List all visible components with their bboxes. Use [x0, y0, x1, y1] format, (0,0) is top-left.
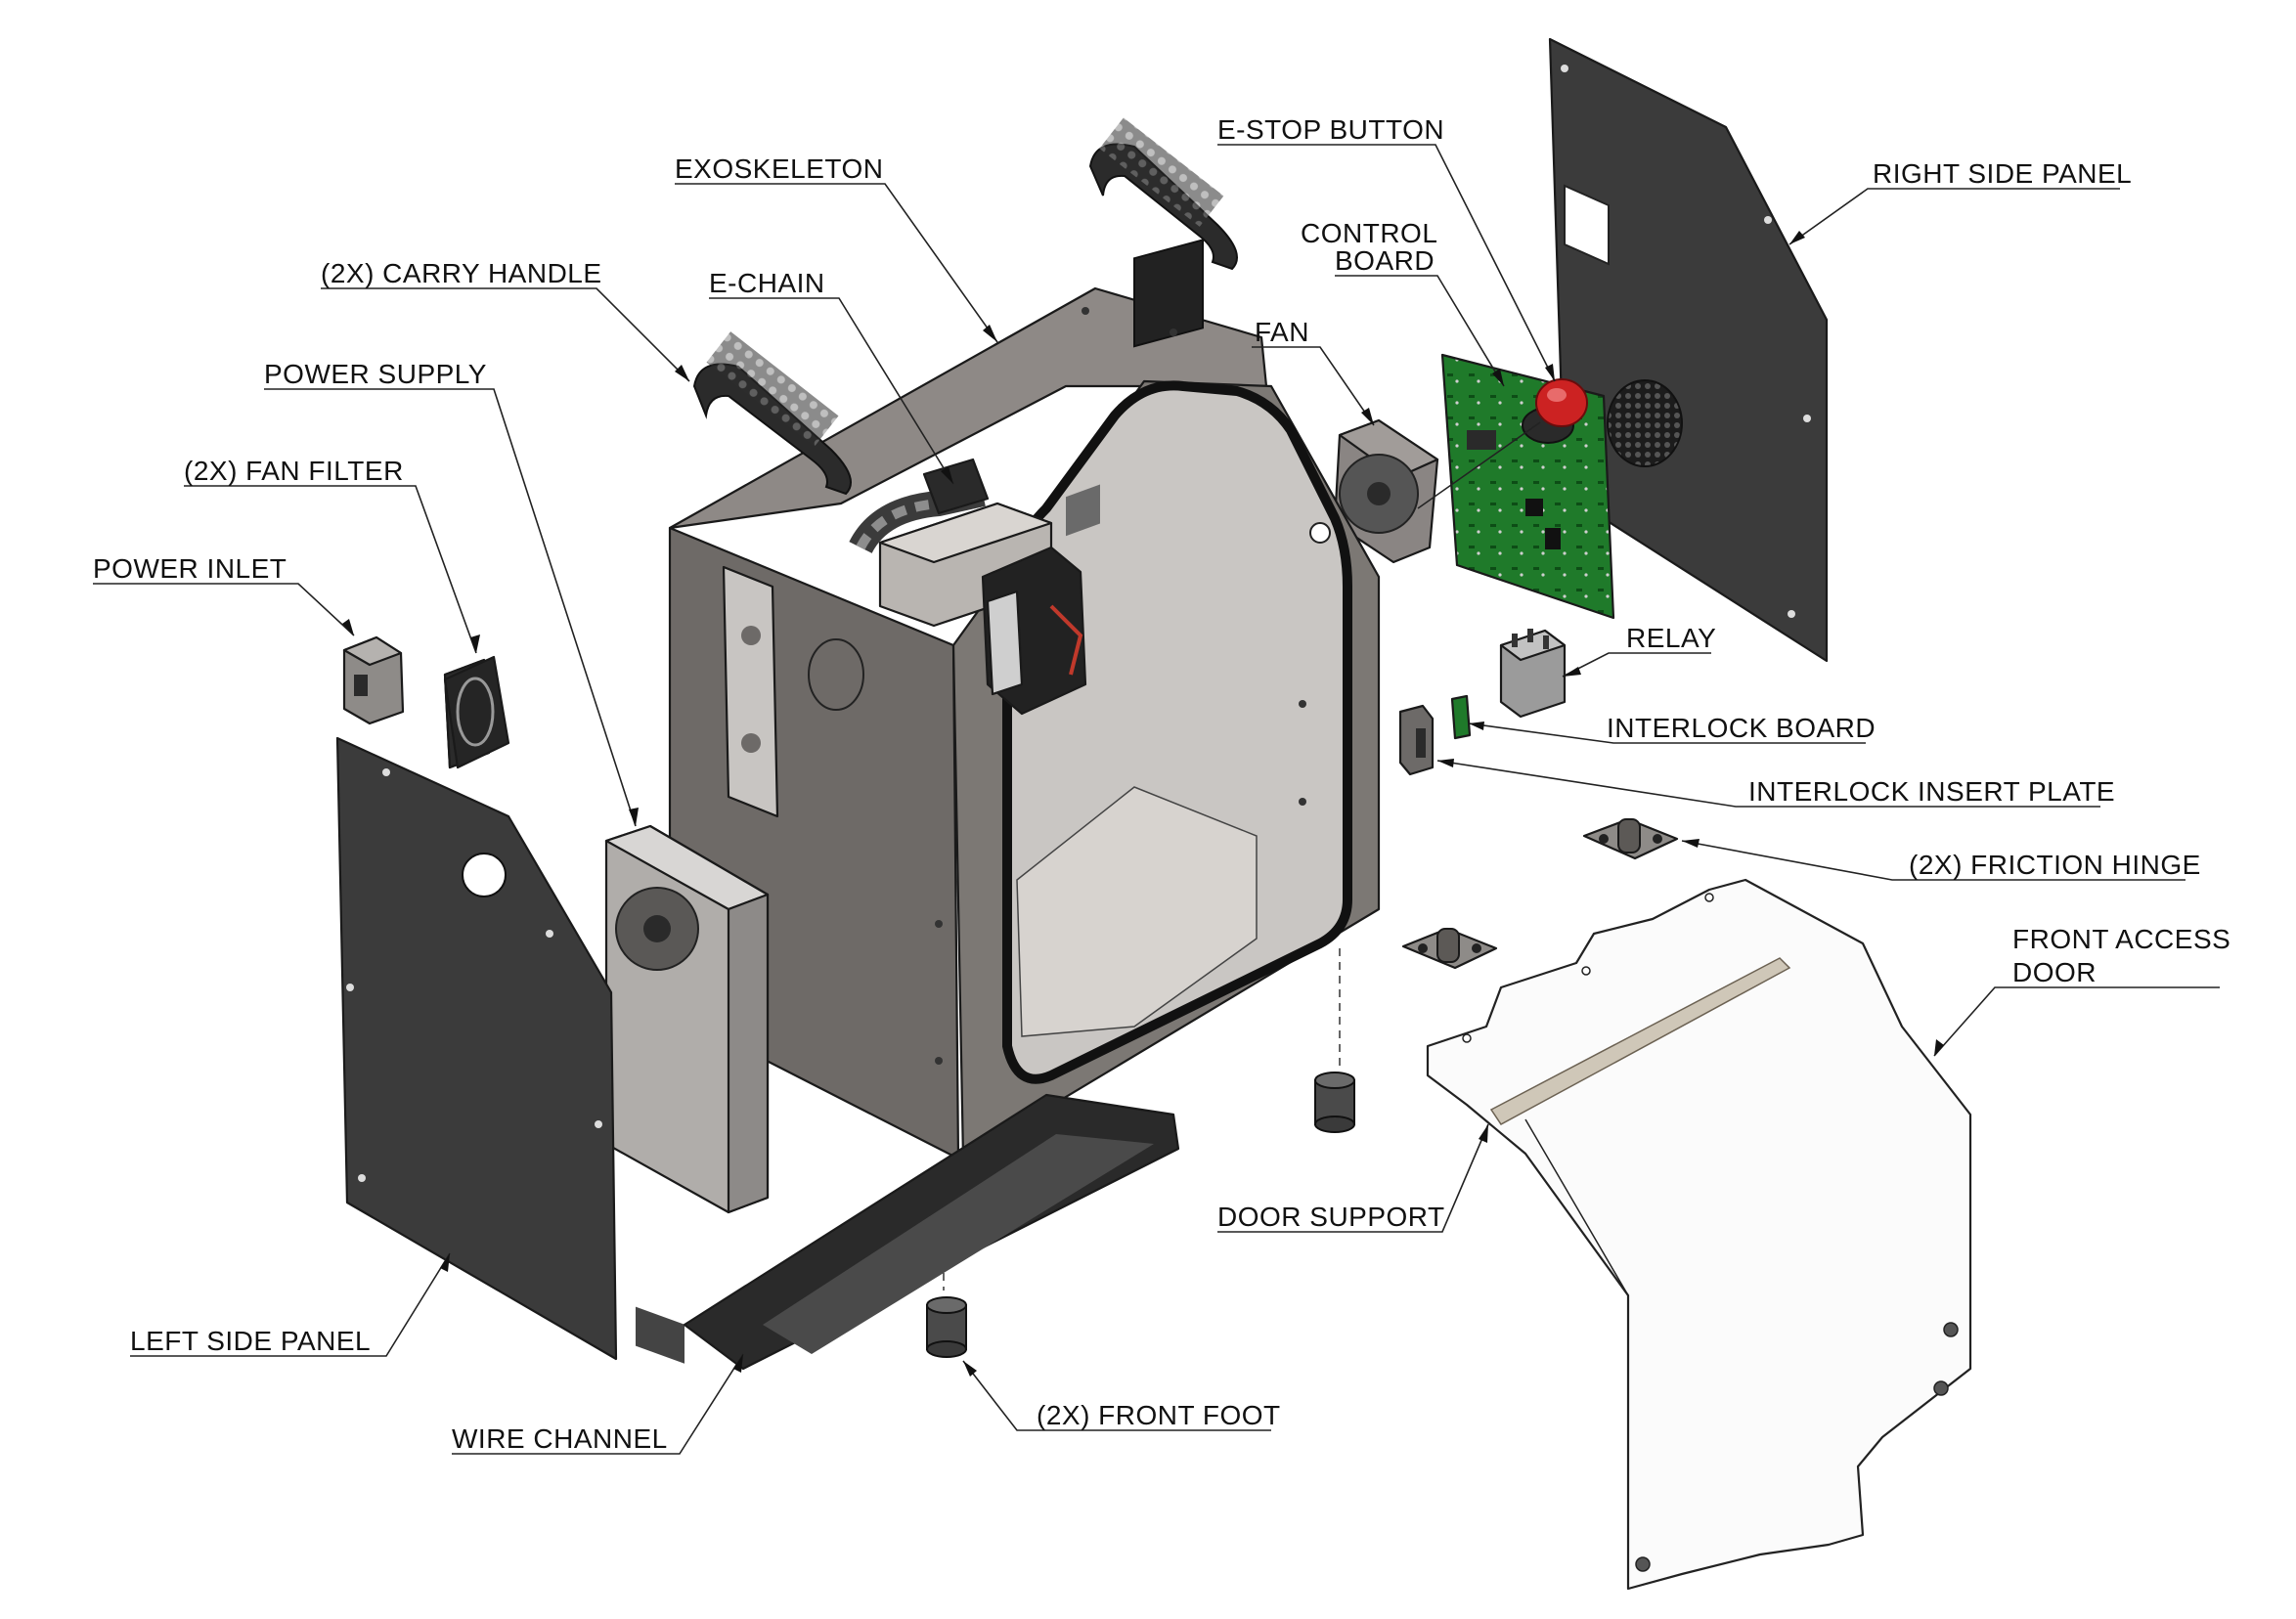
e-chain	[849, 458, 990, 554]
label-fan-filter: (2X) FAN FILTER	[184, 456, 404, 486]
label-front-access-door-line2: DOOR	[2012, 957, 2097, 987]
front-foot-right	[1314, 1072, 1355, 1133]
wire-channel	[683, 1093, 1180, 1371]
relay	[1499, 629, 1567, 719]
fan-filter-front	[443, 655, 510, 769]
label-control-board-line1: CONTROL	[1301, 218, 1437, 248]
interlock-board	[1450, 694, 1472, 740]
front-foot-left	[926, 1296, 967, 1358]
label-control-board-line2: BOARD	[1335, 245, 1435, 276]
front-access-door	[1426, 878, 1972, 1591]
power-inlet	[342, 635, 405, 725]
right-side-panel	[1548, 37, 1829, 663]
label-door-support: DOOR SUPPORT	[1217, 1202, 1445, 1232]
label-friction-hinge: (2X) FRICTION HINGE	[1909, 850, 2201, 880]
interlock-insert-plate	[1398, 704, 1435, 776]
friction-hinge-upper	[1582, 817, 1679, 860]
leader-arrowheads	[342, 231, 1944, 1377]
label-front-access-door-line1: FRONT ACCESS	[2012, 924, 2230, 954]
label-right-side-panel: RIGHT SIDE PANEL	[1873, 158, 2132, 189]
label-interlock-board: INTERLOCK BOARD	[1607, 713, 1876, 743]
label-interlock-insert-plate: INTERLOCK INSERT PLATE	[1748, 776, 2115, 807]
label-exoskeleton: EXOSKELETON	[675, 153, 884, 184]
leader-lines	[93, 144, 2220, 1455]
power-supply	[604, 824, 770, 1364]
carry-handle-front	[692, 331, 852, 496]
label-e-stop-button: E-STOP BUTTON	[1217, 114, 1444, 145]
label-e-chain: E-CHAIN	[709, 268, 825, 298]
fan-unit	[1333, 418, 1541, 564]
label-power-supply: POWER SUPPLY	[264, 359, 487, 389]
label-relay: RELAY	[1626, 623, 1716, 653]
callout-labels: EXOSKELETON (2X) CARRY HANDLE E-CHAIN PO…	[93, 114, 2230, 1454]
carry-handle-rear	[1088, 117, 1238, 271]
left-side-panel	[335, 736, 618, 1361]
e-stop-button	[1522, 378, 1588, 444]
control-board	[1440, 353, 1615, 620]
label-front-foot: (2X) FRONT FOOT	[1037, 1400, 1281, 1430]
label-carry-handle: (2X) CARRY HANDLE	[321, 258, 602, 288]
friction-hinge-lower	[1401, 927, 1498, 970]
label-fan: FAN	[1255, 317, 1309, 347]
right-panel-vent-grille	[1607, 379, 1683, 467]
label-left-side-panel: LEFT SIDE PANEL	[130, 1326, 371, 1356]
label-power-inlet: POWER INLET	[93, 553, 287, 584]
label-wire-channel: WIRE CHANNEL	[452, 1423, 668, 1454]
